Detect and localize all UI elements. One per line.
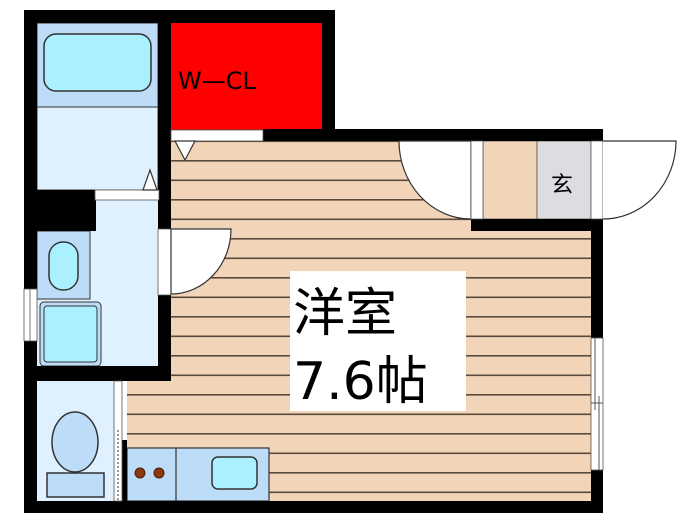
stove-burner-icon (134, 467, 146, 479)
room-door (470, 140, 484, 220)
door-swing-arc (170, 228, 232, 295)
window (23, 288, 38, 342)
washbasin-icon (48, 241, 79, 291)
toilet-bowl-icon (51, 411, 99, 473)
toilet-tank-icon (46, 472, 105, 498)
walls (24, 10, 603, 513)
bathroom-door (94, 189, 160, 201)
room-label-box (290, 271, 466, 411)
window (590, 337, 604, 471)
front-door (590, 140, 604, 220)
kitchen-sink-icon (211, 456, 258, 490)
toilet-room (37, 381, 114, 501)
doors (94, 129, 677, 502)
closet-door (170, 129, 264, 142)
washroom (36, 200, 158, 367)
windows (23, 288, 604, 471)
walk-in-closet (171, 23, 322, 130)
door-swing-arrow-icon (174, 140, 196, 162)
door-swing-arrow-icon (142, 168, 158, 191)
entrance-label: 玄 (551, 173, 573, 198)
entrance (482, 140, 592, 220)
washroom-door (157, 228, 172, 296)
bathtub-icon (43, 33, 152, 92)
kitchen (126, 447, 270, 502)
closet-label: W—CL (178, 67, 256, 95)
door-swing-arc (602, 140, 677, 220)
toilet-sliding-door (113, 380, 123, 502)
bathroom (36, 22, 159, 191)
stove-burner-icon (153, 467, 165, 479)
room-type-label: 洋室 (293, 284, 397, 344)
room-size-label: 7.6帖 (293, 352, 428, 412)
door-swing-arc (398, 140, 472, 220)
